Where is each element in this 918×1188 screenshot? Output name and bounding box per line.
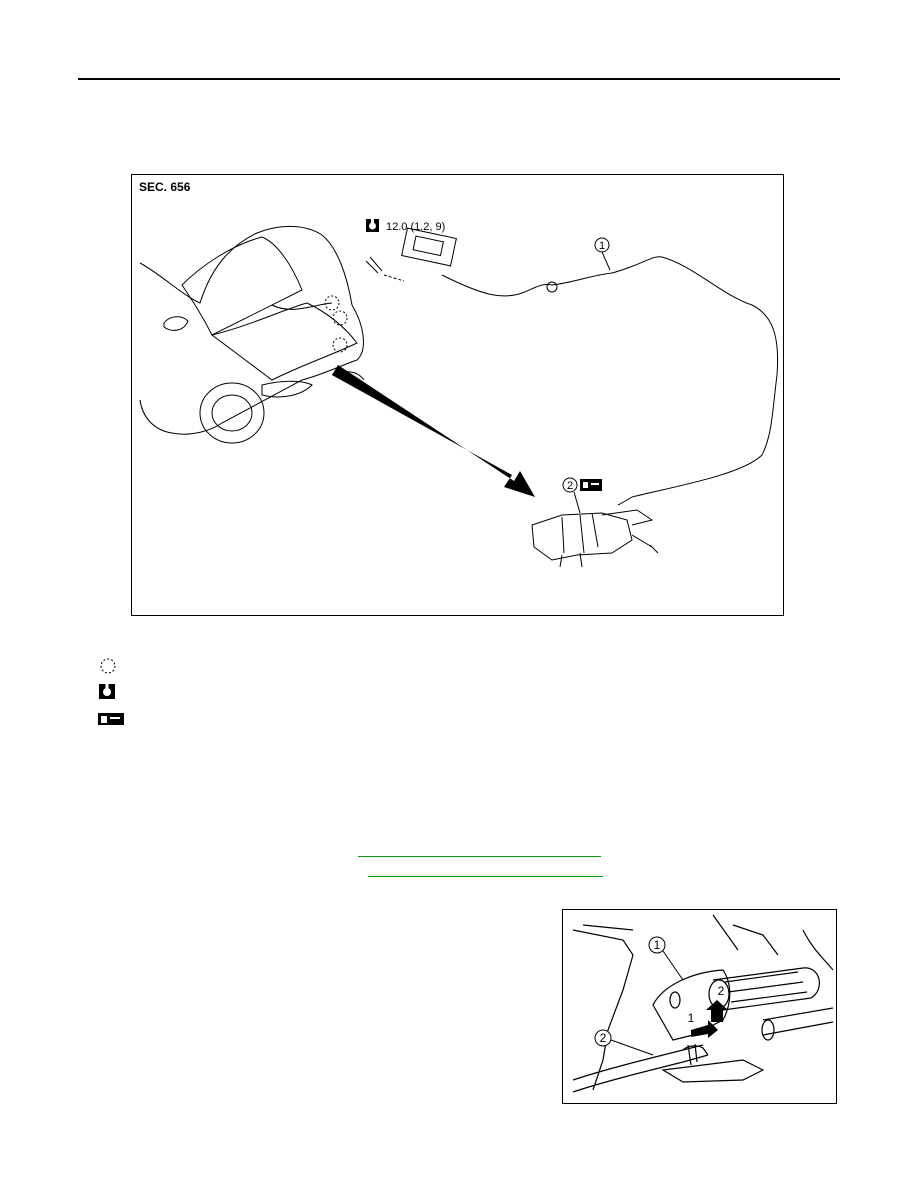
headlamp-outline: [261, 380, 313, 398]
svg-text:1: 1: [654, 938, 661, 952]
step-number-2: 2: [718, 984, 725, 998]
front-wheel: [199, 382, 265, 444]
hood-lock-control-figure: 1 2 SEC. 656 12.0 (1.2, 9): [131, 174, 784, 616]
torque-wrench-icon: [99, 684, 115, 699]
reference-link-1[interactable]: [358, 856, 601, 857]
section-label: SEC. 656: [139, 180, 191, 194]
legend-item-torque: [98, 683, 124, 701]
mirror-outline: [163, 316, 189, 331]
car-body-outline: [139, 225, 364, 435]
release-lever: [712, 967, 820, 1011]
location-arrow: [332, 365, 535, 497]
callout-1-label: 1: [599, 240, 605, 252]
hood-lock-cable: [441, 256, 779, 498]
hood-lock-cable: [572, 1044, 704, 1081]
detail-callout-1: [648, 936, 666, 954]
torque-wrench-icon: [366, 219, 379, 232]
lock-plate: [652, 969, 731, 1041]
reference-link-2[interactable]: [368, 876, 603, 877]
callout-2-label: 2: [567, 480, 573, 492]
svg-text:2: 2: [600, 1031, 607, 1045]
windshield-outline: [181, 236, 303, 336]
lock-bolt: [631, 534, 659, 554]
direction-arrow-1: [691, 1020, 718, 1038]
handle-bolt: [365, 256, 383, 274]
hood-outline: [210, 302, 358, 381]
step-number-1: 1: [688, 1011, 695, 1025]
cable-disconnect-diagram: 1 2 1 2: [572, 914, 834, 1093]
torque-spec: 12.0 (1.2, 9): [386, 221, 446, 233]
hood-lock-assembly: [531, 512, 633, 561]
hood-lock-exploded-diagram: 1 2: [139, 219, 779, 568]
legend-item-grease: [98, 711, 124, 729]
cable-detail-figure: 1 2 1 2: [562, 909, 837, 1104]
grease-apply-icon: [98, 713, 124, 725]
direction-arrow-2: [706, 1000, 728, 1022]
callout-2: [562, 477, 578, 493]
detail-callout-2: [594, 1029, 612, 1047]
legend-item-clip: [98, 656, 124, 674]
hood-release-handle: [401, 227, 457, 267]
dashed-circle-icon: [100, 658, 116, 674]
grease-apply-icon: [580, 479, 602, 491]
header-rule: [78, 78, 840, 80]
